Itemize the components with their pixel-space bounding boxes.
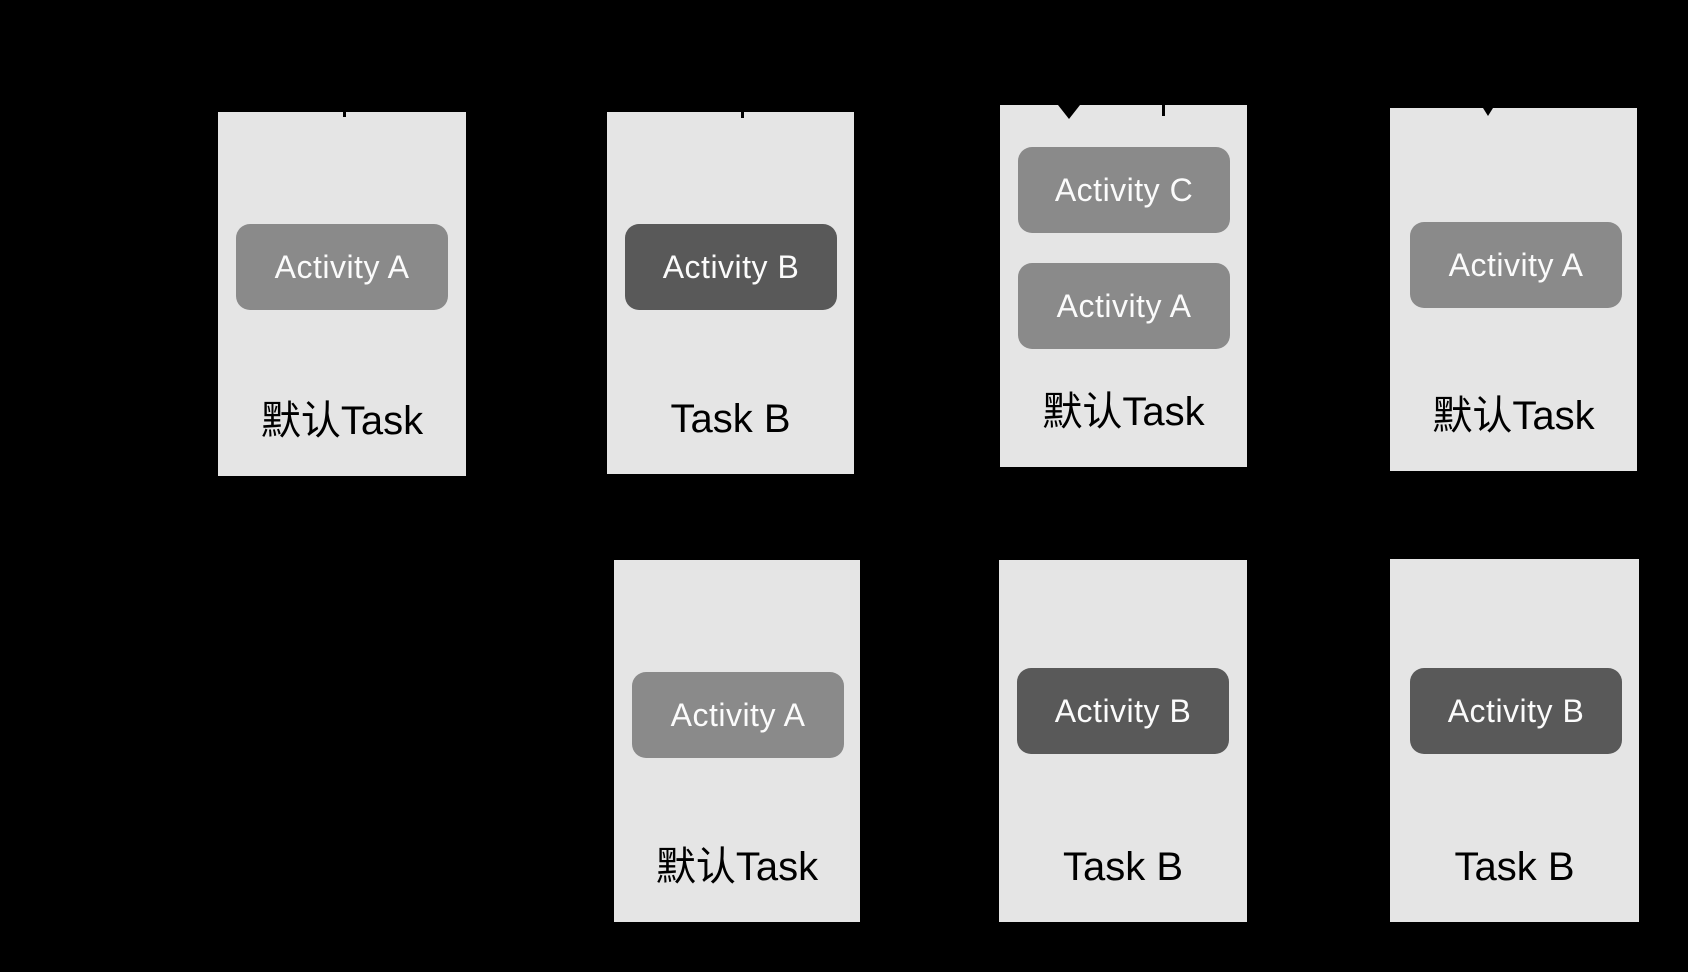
activity-box: Activity A — [1410, 222, 1622, 308]
arrow-line-tick — [1162, 105, 1165, 116]
activity-box: Activity C — [1018, 147, 1230, 233]
task-label: 默认Task — [260, 399, 424, 443]
activity-label: Activity B — [662, 248, 800, 285]
activity-label: Activity C — [1054, 171, 1194, 208]
activity-label: Activity A — [1448, 246, 1584, 283]
task-label: Task B — [1454, 845, 1575, 889]
arrowhead-down-icon — [1058, 105, 1080, 119]
task-label: Task B — [1062, 845, 1184, 889]
activity-box: Activity A — [1018, 263, 1230, 349]
task-box-b-1: Activity B Task B — [607, 112, 854, 474]
activity-box: Activity B — [1017, 668, 1229, 754]
task-box-default-3: Activity A 默认Task — [1390, 108, 1637, 471]
activity-box: Activity A — [632, 672, 844, 758]
activity-box: Activity B — [1410, 668, 1622, 754]
task-box-b-2: Activity B Task B — [999, 560, 1247, 922]
arrowhead-down-icon — [1483, 108, 1493, 116]
activity-label: Activity B — [1054, 692, 1192, 729]
arrow-line-tick — [343, 112, 346, 117]
task-box-b-3: Activity B Task B — [1390, 559, 1639, 922]
task-box-default-2: Activity C Activity A 默认Task — [1000, 105, 1247, 467]
task-label: 默认Task — [655, 845, 819, 889]
task-box-default-4: Activity A 默认Task — [614, 560, 860, 922]
activity-box: Activity B — [625, 224, 837, 310]
activity-label: Activity A — [274, 248, 410, 285]
activity-box: Activity A — [236, 224, 448, 310]
activity-label: Activity A — [1056, 287, 1192, 324]
task-box-default-1: Activity A 默认Task — [218, 112, 466, 476]
activity-label: Activity B — [1447, 692, 1585, 729]
task-label: Task B — [670, 397, 791, 441]
task-label: 默认Task — [1042, 390, 1205, 434]
arrow-line-tick — [741, 112, 744, 118]
activity-label: Activity A — [670, 696, 806, 733]
task-label: 默认Task — [1432, 394, 1595, 438]
